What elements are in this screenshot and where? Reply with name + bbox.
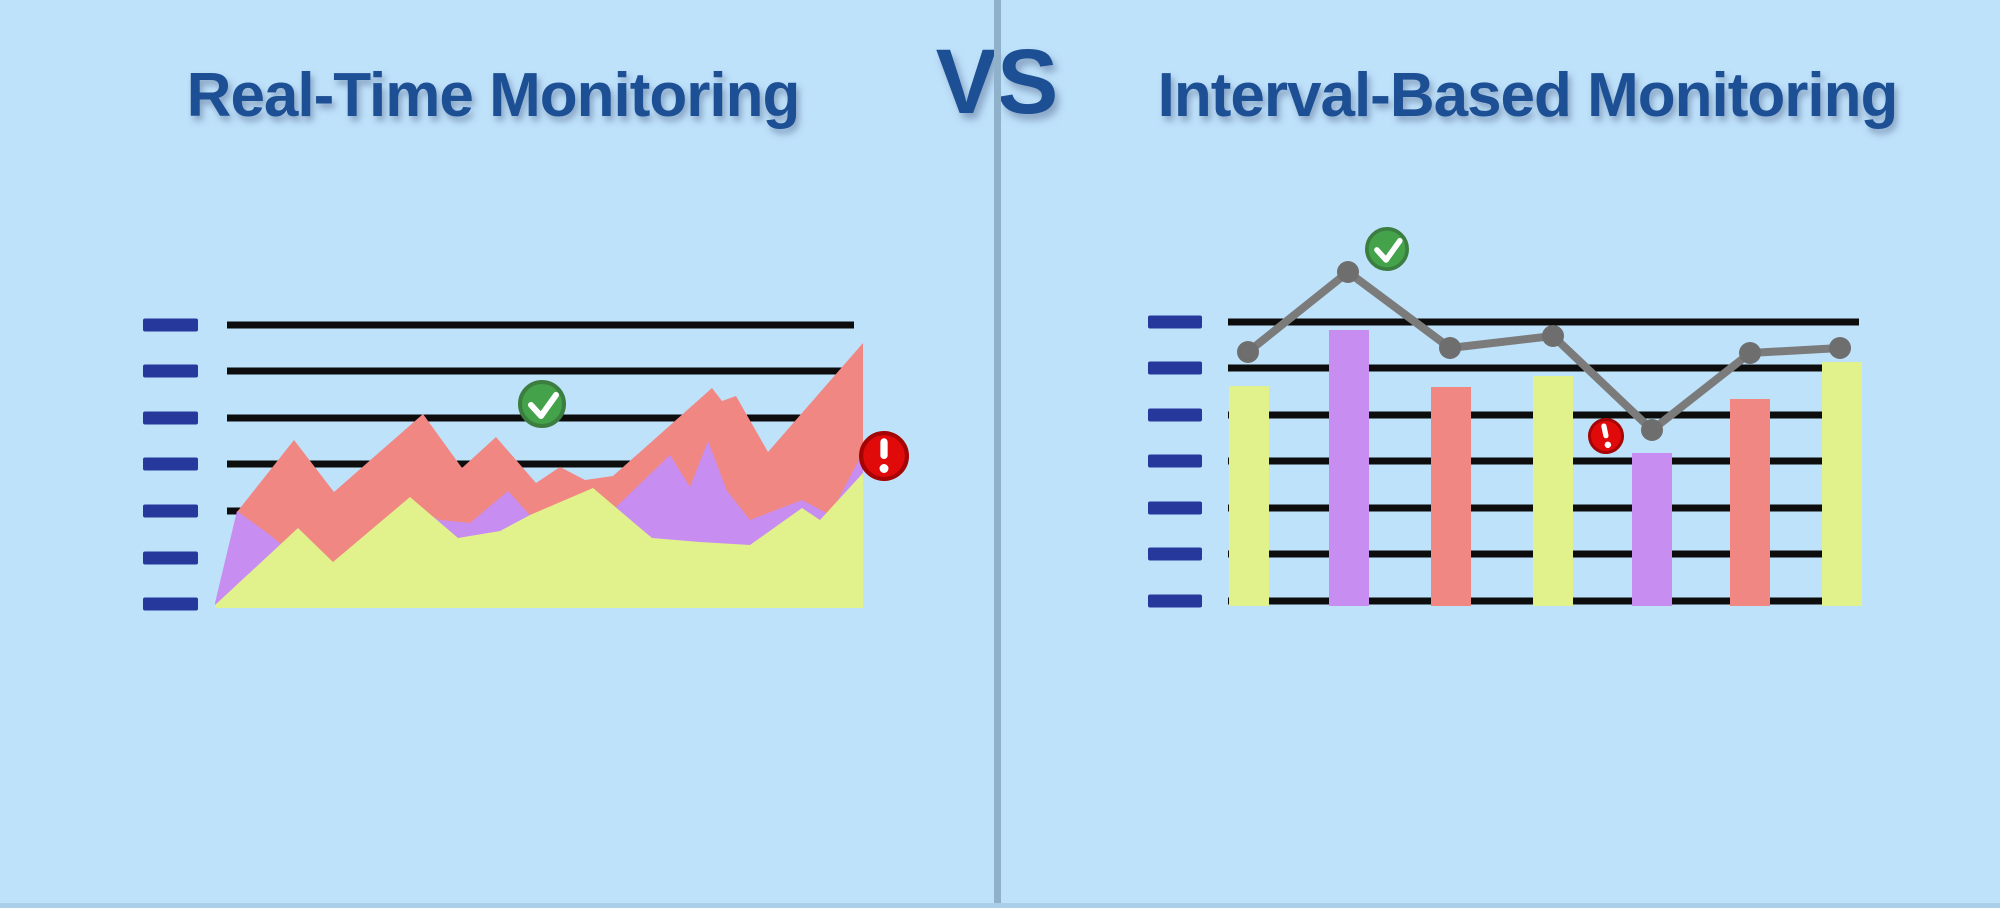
bar — [1730, 399, 1770, 606]
exclamation-dot — [879, 464, 889, 473]
trend-point — [1542, 325, 1564, 347]
bar — [1229, 386, 1269, 606]
status-ok-icon — [518, 380, 566, 428]
exclamation-bar — [1601, 423, 1609, 439]
trend-point — [1237, 341, 1259, 363]
y-axis-tick — [143, 504, 198, 518]
y-axis-tick — [1148, 315, 1202, 329]
y-axis-tick — [143, 457, 198, 471]
right-panel-title: Interval-Based Monitoring — [1157, 61, 1899, 130]
y-axis-tick — [1148, 454, 1202, 468]
y-axis-tick — [1148, 594, 1202, 608]
check-glyph — [528, 392, 559, 419]
y-axis-tick — [143, 551, 198, 565]
area-series — [215, 343, 863, 608]
y-axis-tick — [1148, 361, 1202, 375]
alert-icon — [859, 431, 909, 481]
y-axis-tick — [143, 411, 198, 425]
y-axis-ticks — [143, 318, 198, 611]
trend-line-series — [1237, 261, 1851, 441]
y-axis-tick — [143, 318, 198, 332]
bar-series — [1229, 330, 1862, 606]
y-axis-tick — [1148, 501, 1202, 515]
trend-point — [1739, 342, 1761, 364]
area-series-base-load — [215, 473, 863, 608]
bar — [1632, 453, 1672, 606]
left-panel-title: Real-Time Monitoring — [186, 61, 801, 130]
bar — [1431, 387, 1471, 606]
y-axis-ticks — [1148, 315, 1202, 608]
y-axis-tick — [1148, 547, 1202, 561]
exclamation-dot — [1604, 441, 1612, 449]
trend-point — [1829, 337, 1851, 359]
status-ok-icon — [1364, 226, 1410, 272]
trend-point — [1439, 337, 1461, 359]
interval-bar-chart — [1148, 226, 1862, 608]
exclamation-bar — [880, 438, 888, 460]
bar — [1533, 376, 1573, 606]
bar — [1822, 362, 1862, 606]
bar — [1329, 330, 1369, 606]
y-axis-tick — [143, 597, 198, 611]
check-circle — [1364, 226, 1410, 272]
divider-line — [994, 0, 1001, 908]
alert-icon — [1588, 418, 1624, 454]
check-circle — [518, 380, 566, 428]
realtime-area-chart — [143, 318, 909, 611]
check-glyph — [1374, 237, 1403, 263]
trend-point — [1641, 419, 1663, 441]
y-axis-tick — [143, 364, 198, 378]
trend-point — [1337, 261, 1359, 283]
bottom-edge-strip — [0, 903, 2000, 908]
y-axis-tick — [1148, 408, 1202, 422]
